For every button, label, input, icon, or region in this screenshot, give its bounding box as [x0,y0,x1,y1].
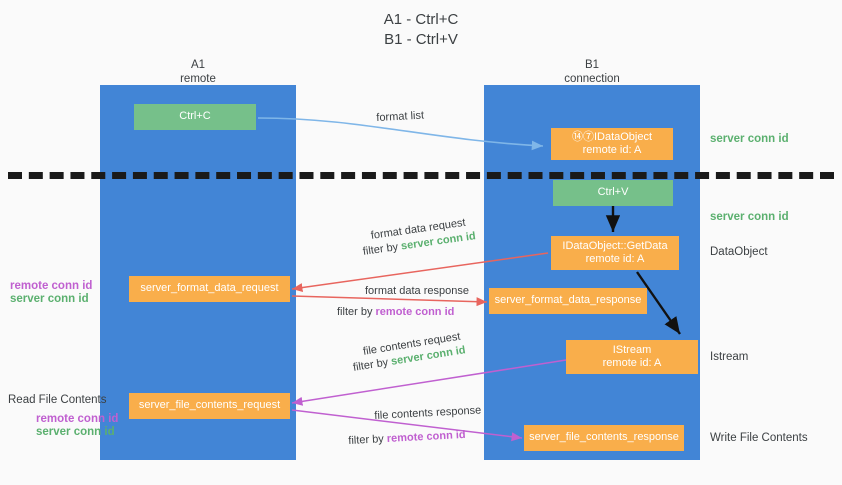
box-server-file-contents-response[interactable]: server_file_contents_response [524,425,684,451]
filter-value-remote-conn-id: remote conn id [386,428,466,445]
box-ole-set-clipboard[interactable]: ⑭⑦IDataObject remote id: A [551,128,673,160]
filter-value-remote-conn-id: remote conn id [375,306,455,318]
box-istream[interactable]: IStream remote id: A [566,340,698,374]
box-ole-set-clipboard-line1: ⑭⑦IDataObject [571,130,653,143]
box-ole-set-clipboard-line2: remote id: A [582,144,642,156]
left-label-read-file-contents: Read File Contents [8,394,107,406]
edge-label-file-contents-response: file contents response [374,404,482,422]
edge-label-format-data-response-filter: filter by remote conn id [337,305,454,319]
column-header-a1-name: A1 [190,59,206,71]
left-label-remote-conn-id-1: remote conn id [10,280,93,292]
left-label-server-conn-id-1: server conn id [10,293,89,305]
box-server-format-data-request-label: server_format_data_request [140,282,279,295]
box-server-format-data-request[interactable]: server_format_data_request [129,276,290,302]
box-server-file-contents-request[interactable]: server_file_contents_request [129,393,290,419]
diagram-title: A1 - Ctrl+C B1 - Ctrl+V [0,10,842,50]
box-idataobject-getdata[interactable]: IDataObject::GetData remote id: A [551,236,679,270]
box-getdata-line1: IDataObject::GetData [562,239,668,252]
filter-prefix: filter by [348,432,388,447]
box-ctrl-v[interactable]: Ctrl+V [553,180,673,206]
column-header-a1-sub: remote [180,73,216,85]
left-label-remote-conn-id-2: remote conn id [36,413,119,425]
box-getdata-line2: remote id: A [585,253,645,265]
right-label-server-conn-id-top: server conn id [710,133,789,145]
right-label-server-conn-id-mid: server conn id [710,211,789,223]
left-label-server-conn-id-2: server conn id [36,426,115,438]
edge-label-format-list: format list [376,109,425,124]
box-server-format-data-response-label: server_format_data_response [494,294,642,307]
filter-prefix: filter by [362,240,402,258]
box-ctrl-c[interactable]: Ctrl+C [134,104,256,130]
filter-prefix: filter by [352,355,393,374]
phase-divider [8,172,834,179]
box-ctrl-v-label: Ctrl+V [597,186,629,199]
right-label-istream: Istream [710,351,749,363]
column-header-b1-name: B1 [584,59,600,71]
title-line-2: B1 - Ctrl+V [384,31,458,48]
filter-prefix: filter by [337,306,376,318]
right-label-write-file-contents: Write File Contents [710,432,808,444]
box-istream-line1: IStream [612,343,652,356]
title-line-1: A1 - Ctrl+C [383,11,459,28]
box-server-file-contents-response-label: server_file_contents_response [529,431,679,444]
box-ctrl-c-label: Ctrl+C [179,110,211,123]
column-header-b1: B1 connection [492,58,692,86]
right-label-dataobject: DataObject [710,246,768,258]
column-header-b1-sub: connection [564,73,620,85]
edge-label-format-data-response: format data response [365,285,469,297]
column-header-a1: A1 remote [98,58,298,86]
box-server-format-data-response[interactable]: server_format_data_response [489,288,647,314]
edge-label-file-contents-response-filter: filter by remote conn id [348,428,466,448]
box-istream-line2: remote id: A [602,357,662,369]
box-server-file-contents-request-label: server_file_contents_request [138,399,281,412]
